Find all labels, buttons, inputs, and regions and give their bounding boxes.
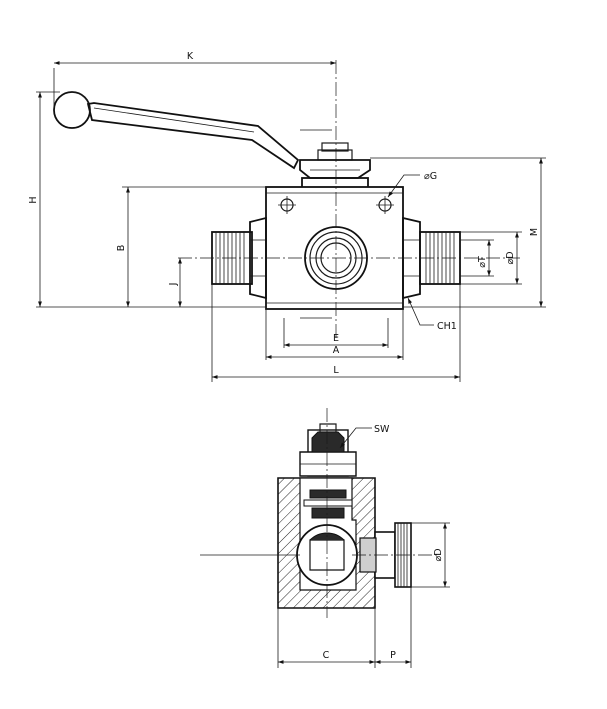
dim-label-H: H bbox=[28, 196, 39, 203]
stem-nut bbox=[299, 142, 371, 189]
dim-label-E: E bbox=[333, 333, 339, 344]
mounting-holes bbox=[278, 196, 394, 214]
dim-label-T: ⌀T bbox=[477, 256, 488, 268]
dim-label-SW: SW bbox=[374, 424, 390, 435]
handle-lever bbox=[53, 91, 300, 170]
dim-label-C: C bbox=[323, 650, 330, 661]
dim-label-CH1: CH1 bbox=[437, 321, 457, 332]
dim-label-M: M bbox=[529, 228, 540, 236]
dim-label-A: A bbox=[333, 345, 340, 356]
dim-label-D-bottom: ⌀D bbox=[433, 548, 444, 561]
dim-label-L: L bbox=[333, 365, 339, 376]
dim-label-D-top: ⌀D bbox=[505, 251, 516, 264]
dim-label-K: K bbox=[187, 51, 194, 62]
dim-label-P: P bbox=[390, 650, 396, 661]
section-view: SW ⌀D C P bbox=[200, 408, 450, 668]
dim-label-J: J bbox=[168, 283, 179, 287]
front-view: K H B J M ⌀T ⌀D ⌀G CH1 bbox=[28, 51, 546, 382]
dim-label-G: ⌀G bbox=[424, 171, 437, 182]
dim-label-B: B bbox=[116, 245, 127, 252]
